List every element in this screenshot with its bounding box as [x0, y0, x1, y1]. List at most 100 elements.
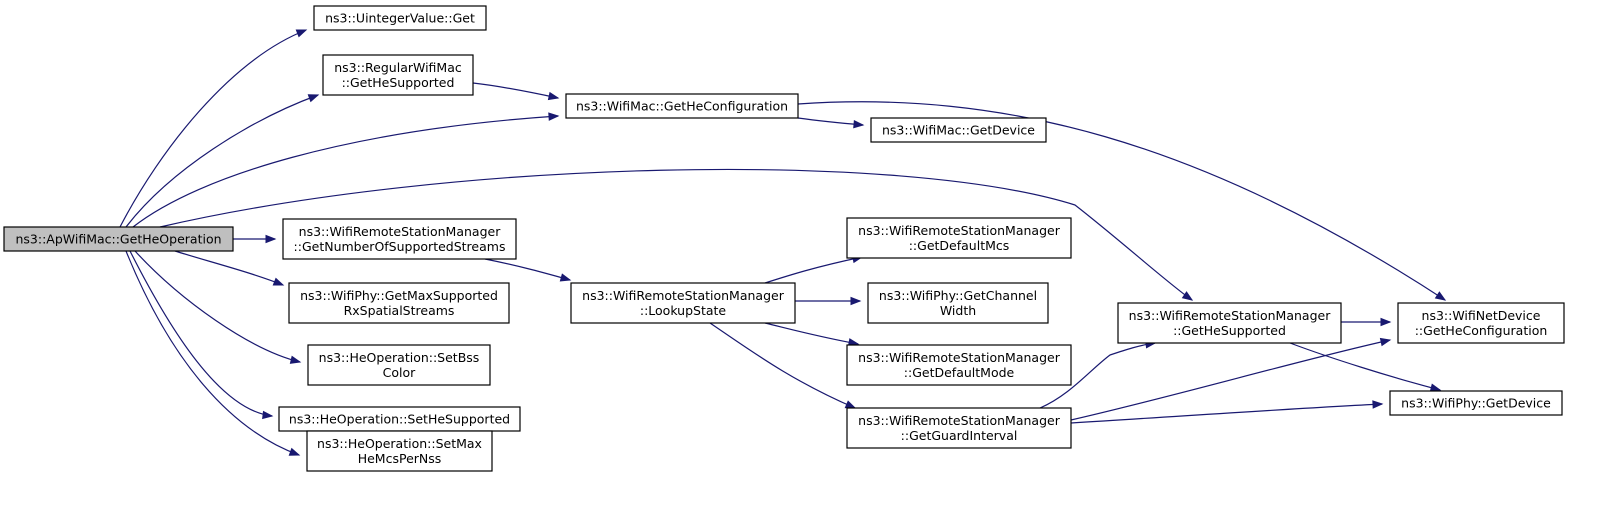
node-box — [1397, 302, 1565, 344]
edge-root-to-rsm_get_he_supported — [159, 168, 1194, 301]
edge-rsm_lookup_state-to-rsm_get_default_mcs — [764, 254, 864, 284]
node-label-line: HeMcsPerNss — [358, 451, 442, 466]
edge-root-to-mac_get_he_configuration — [132, 112, 560, 228]
node-label-line: ns3::HeOperation::SetHeSupported — [289, 412, 510, 427]
arrowhead-icon — [1372, 400, 1384, 409]
node-rsm-lookup-state[interactable]: ns3::WifiRemoteStationManager::LookupSta… — [570, 282, 796, 324]
node-box — [288, 282, 510, 324]
edge-rsm_lookup_state-to-rsm_get_default_mode — [764, 322, 860, 347]
node-label-line: ns3::WifiRemoteStationManager — [858, 350, 1061, 365]
node-netdev-get-he-configuration[interactable]: ns3::WifiNetDevice::GetHeConfiguration — [1397, 302, 1565, 344]
node-box — [570, 282, 796, 324]
node-label-line: ::GetHeSupported — [1173, 323, 1286, 338]
edge-root-to-regular_get_he_supported — [125, 94, 320, 228]
node-label-line: ns3::RegularWifiMac — [334, 60, 462, 75]
node-box — [322, 54, 474, 96]
arrowhead-icon — [547, 91, 560, 101]
node-box — [846, 407, 1072, 449]
edge-regular_get_he_supported-to-mac_get_he_configuration — [472, 82, 560, 101]
arrowhead-icon — [559, 273, 572, 282]
node-label-line: ::GetGuardInterval — [901, 428, 1018, 443]
node-label-line: RxSpatialStreams — [344, 303, 455, 318]
node-label-line: ns3::WifiRemoteStationManager — [582, 288, 785, 303]
edge-line — [709, 322, 856, 409]
edge-line — [484, 258, 571, 281]
edge-root-to-heop_set_he_supported — [129, 250, 274, 420]
node-rsm-get-guard-interval[interactable]: ns3::WifiRemoteStationManager::GetGuardI… — [846, 407, 1072, 449]
node-phy-get-max-rx-streams[interactable]: ns3::WifiPhy::GetMaxSupportedRxSpatialSt… — [288, 282, 510, 324]
edge-root-to-heop_set_max_mcs — [125, 250, 301, 456]
edge-line — [1289, 342, 1441, 391]
node-box — [1117, 302, 1342, 344]
node-rsm-get-default-mode[interactable]: ns3::WifiRemoteStationManager::GetDefaul… — [846, 344, 1072, 386]
node-rsm-get-num-streams[interactable]: ns3::WifiRemoteStationManager::GetNumber… — [282, 218, 517, 260]
node-label-line: ::GetDefaultMcs — [909, 238, 1010, 253]
node-label-line: ns3::WifiRemoteStationManager — [858, 413, 1061, 428]
node-box — [306, 430, 493, 472]
node-mac-get-device[interactable]: ns3::WifiMac::GetDevice — [870, 117, 1047, 143]
arrowhead-icon — [1181, 291, 1194, 301]
arrowhead-icon — [548, 112, 560, 121]
node-box — [307, 344, 491, 386]
node-label-line: ns3::HeOperation::SetBss — [319, 350, 480, 365]
node-label-line: ::LookupState — [640, 303, 727, 318]
arrowhead-icon — [1380, 317, 1392, 327]
node-box — [282, 218, 517, 260]
edge-mac_get_he_configuration-to-mac_get_device — [797, 117, 865, 129]
arrowhead-icon — [289, 355, 302, 364]
edge-line — [797, 101, 1446, 301]
node-label-line: ns3::WifiNetDevice — [1422, 308, 1541, 323]
edge-mac_get_he_configuration-to-netdev_get_he_configuration — [797, 101, 1447, 301]
edge-rsm_get_num_streams-to-rsm_lookup_state — [484, 258, 572, 282]
edge-line — [125, 94, 319, 228]
node-label-line: ns3::WifiPhy::GetDevice — [1401, 396, 1551, 411]
arrowhead-icon — [1434, 291, 1447, 301]
node-box — [846, 344, 1072, 386]
edge-line — [764, 322, 859, 345]
node-label-line: Width — [940, 303, 976, 318]
node-box — [867, 282, 1049, 324]
node-label-line: ::GetDefaultMode — [904, 365, 1015, 380]
node-box — [1389, 390, 1563, 416]
arrowhead-icon — [307, 94, 320, 103]
node-mac-get-he-configuration[interactable]: ns3::WifiMac::GetHeConfiguration — [565, 93, 799, 119]
arrowhead-icon — [1379, 337, 1392, 347]
node-regular-get-he-supported[interactable]: ns3::RegularWifiMac::GetHeSupported — [322, 54, 474, 96]
edge-line — [797, 117, 864, 126]
arrowhead-icon — [265, 234, 277, 244]
edge-line — [1070, 403, 1383, 424]
arrowhead-icon — [853, 119, 865, 129]
edge-line — [174, 250, 284, 286]
arrowhead-icon — [850, 296, 862, 306]
node-label-line: ns3::WifiPhy::GetMaxSupported — [300, 288, 498, 303]
node-label-line: ns3::WifiMac::GetDevice — [882, 123, 1035, 138]
edge-rsm_get_guard_interval-to-phy_get_device — [1070, 400, 1384, 424]
edge-line — [119, 29, 307, 228]
node-uinteger-get[interactable]: ns3::UintegerValue::Get — [313, 5, 487, 31]
arrowhead-icon — [288, 447, 301, 456]
node-box — [313, 5, 487, 31]
edge-rsm_get_guard_interval-to-netdev_get_he_configuration — [1070, 337, 1392, 421]
node-label-line: ns3::ApWifiMac::GetHeOperation — [15, 232, 221, 247]
edge-root-to-phy_get_max_rx_streams — [174, 250, 285, 286]
call-graph-nodes: ns3::ApWifiMac::GetHeOperation ns3::Uinte… — [3, 5, 1565, 472]
node-rsm-get-default-mcs[interactable]: ns3::WifiRemoteStationManager::GetDefaul… — [846, 217, 1072, 259]
node-label-line: Color — [383, 365, 416, 380]
node-root[interactable]: ns3::ApWifiMac::GetHeOperation — [3, 226, 234, 252]
node-label-line: ns3::WifiRemoteStationManager — [299, 224, 502, 239]
edge-rsm_lookup_state-to-phy_get_channel_width — [795, 296, 862, 306]
node-label-line: ns3::WifiPhy::GetChannel — [879, 288, 1037, 303]
node-phy-get-device[interactable]: ns3::WifiPhy::GetDevice — [1389, 390, 1563, 416]
node-rsm-get-he-supported[interactable]: ns3::WifiRemoteStationManager::GetHeSupp… — [1117, 302, 1342, 344]
edge-root-to-rsm_get_num_streams — [233, 234, 277, 244]
node-label-line: ns3::WifiRemoteStationManager — [858, 223, 1061, 238]
edge-line — [134, 250, 301, 363]
arrowhead-icon — [844, 400, 857, 409]
node-box — [3, 226, 234, 252]
edge-root-to-heop_set_bss_color — [134, 250, 302, 364]
node-heop-set-he-supported[interactable]: ns3::HeOperation::SetHeSupported — [278, 406, 521, 432]
